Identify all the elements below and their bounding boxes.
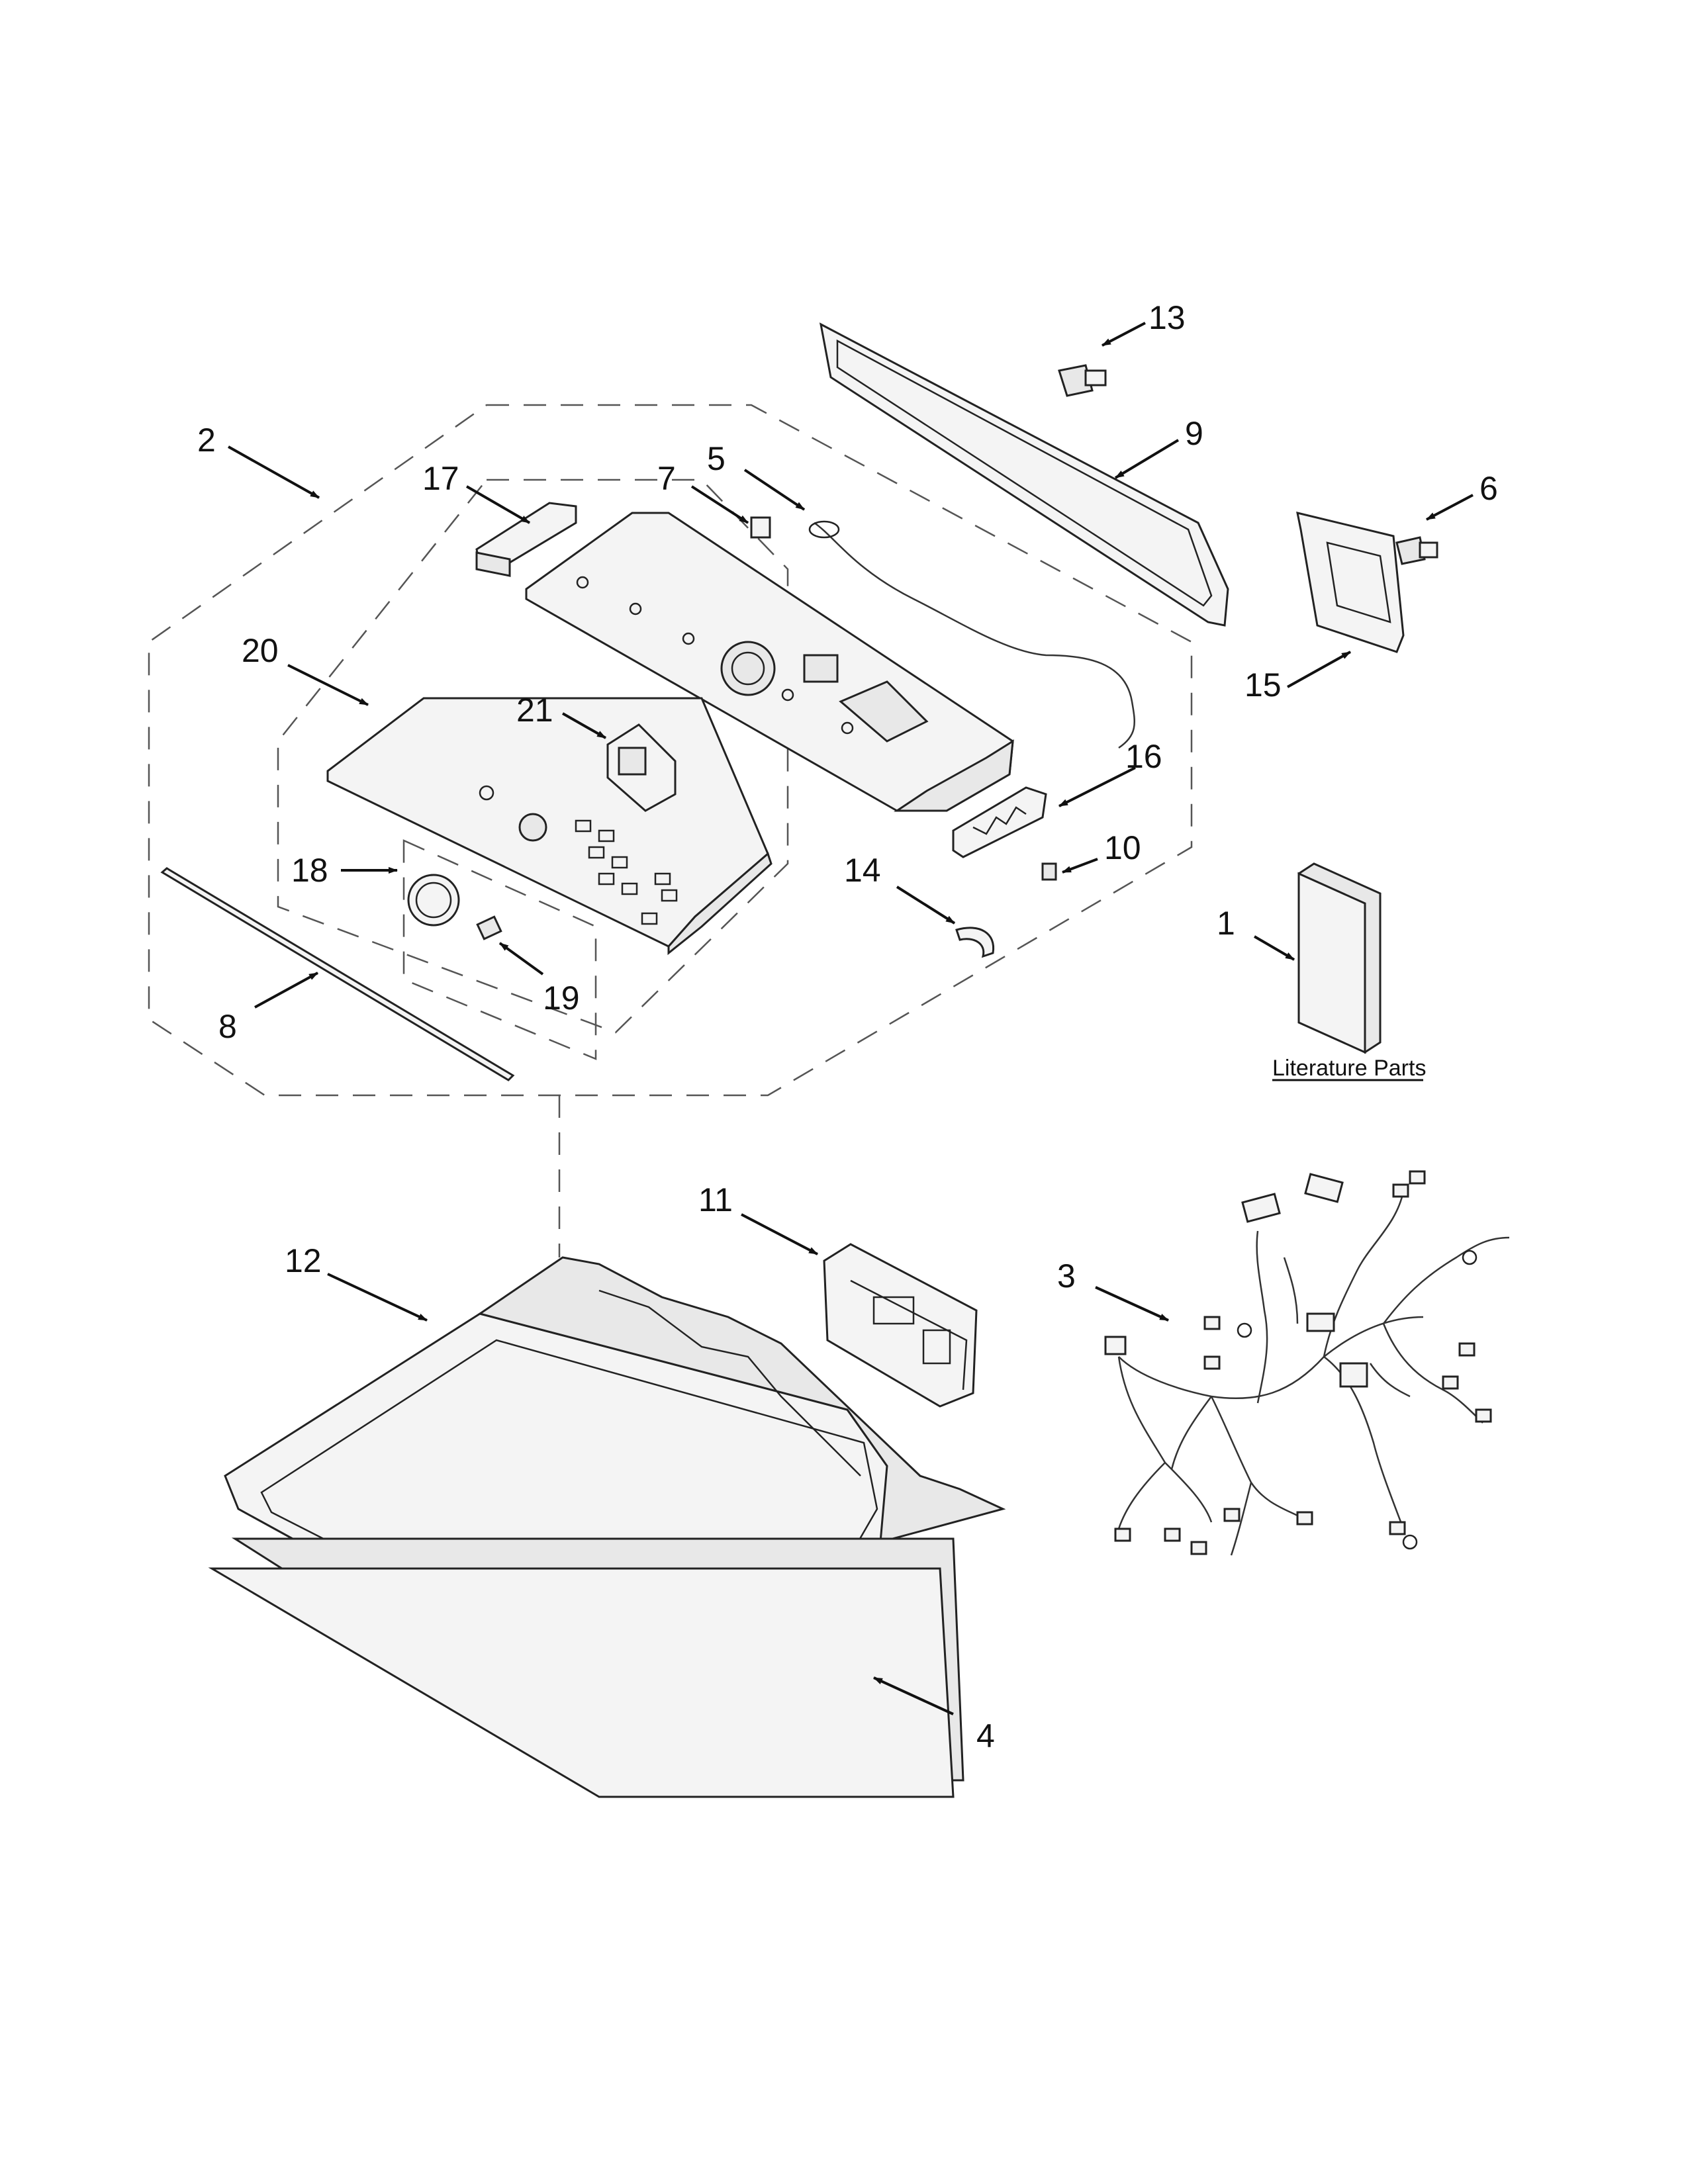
- module-part-21: [606, 723, 677, 812]
- control-board-part-11: [823, 1243, 978, 1408]
- callout-1: 1: [1217, 905, 1235, 942]
- callout-20: 20: [242, 632, 279, 669]
- screw-part-10: [1041, 862, 1057, 881]
- callout-18: 18: [291, 852, 328, 889]
- console-housing: [525, 512, 1014, 812]
- callout-10: 10: [1104, 829, 1141, 866]
- callout-labels: 2 17 7 5 13 9 6 15 20 21 16 10 18 14 1 1…: [197, 299, 1498, 1754]
- callout-17: 17: [422, 460, 459, 497]
- clip-part-7: [750, 516, 771, 539]
- callout-5: 5: [707, 440, 726, 477]
- callout-15: 15: [1244, 666, 1282, 704]
- callout-21: 21: [516, 692, 553, 729]
- console-buttons: [575, 819, 678, 925]
- callout-14: 14: [844, 852, 881, 889]
- callout-6: 6: [1479, 470, 1498, 507]
- clip-part-14: [955, 927, 995, 958]
- callout-4: 4: [976, 1717, 995, 1754]
- callout-13: 13: [1149, 299, 1186, 336]
- sheet-part-4: [208, 1537, 964, 1798]
- wiring-harness-part-3: [1104, 1170, 1510, 1556]
- screw-part-13: [1058, 364, 1107, 397]
- callout-2: 2: [197, 422, 216, 459]
- callout-11: 11: [698, 1181, 733, 1218]
- assembly-group-outline: [148, 404, 1193, 1257]
- leader-arrows: [228, 322, 1474, 1715]
- wire-part-5: [808, 520, 1136, 749]
- literature-part-1: [1297, 862, 1382, 1054]
- callout-19: 19: [543, 979, 580, 1017]
- literature-parts-caption: Literature Parts: [1272, 1056, 1426, 1081]
- callout-8: 8: [218, 1008, 237, 1045]
- rear-bezel-part-9: [819, 322, 1229, 627]
- knob-part-18: [407, 874, 460, 927]
- callout-3: 3: [1057, 1257, 1076, 1295]
- callout-12: 12: [285, 1242, 322, 1279]
- hinge-part-17: [475, 502, 577, 577]
- part-19: [476, 915, 502, 940]
- callout-7: 7: [657, 460, 676, 497]
- strip-part-8: [160, 867, 515, 1081]
- console-panel-part-20: [326, 697, 773, 956]
- bracket-part-15: [1296, 511, 1405, 653]
- screw-part-6: [1395, 536, 1438, 565]
- bracket-part-16: [952, 786, 1047, 858]
- callout-16: 16: [1125, 738, 1162, 775]
- callout-9: 9: [1185, 415, 1203, 452]
